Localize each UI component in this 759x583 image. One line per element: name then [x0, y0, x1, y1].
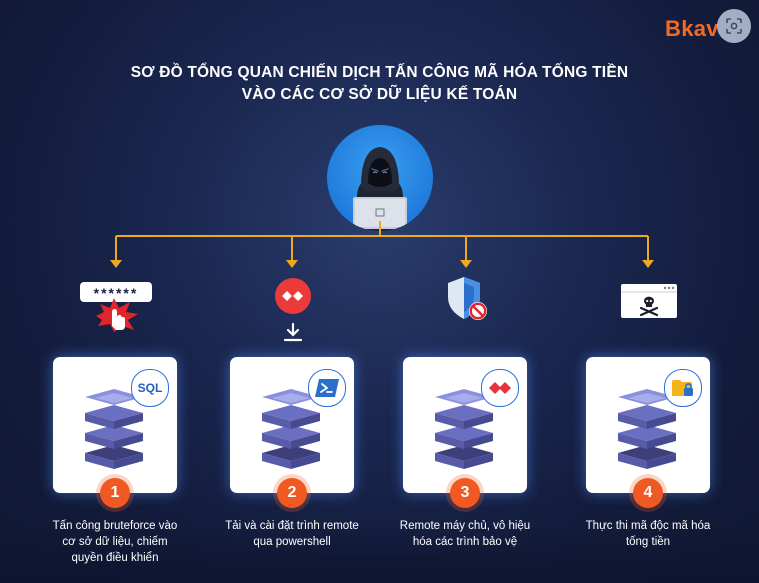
encrypted-folder-icon [672, 380, 693, 396]
step-card-3 [403, 357, 527, 493]
password-field: ****** [80, 282, 152, 302]
bkav-logo: Bkav [665, 16, 719, 41]
step-card-4 [586, 357, 710, 493]
password-bruteforce-icon: ****** [80, 282, 154, 332]
step-caption-3: Remote máy chủ, vô hiệu hóa các trình bả… [399, 520, 531, 548]
encrypted-folder-badge [664, 369, 702, 407]
database-server-icon [618, 389, 676, 469]
malware-window-icon [621, 284, 677, 318]
step-number-1: 1 [100, 478, 130, 508]
hacker-avatar [327, 125, 433, 231]
powershell-icon [315, 379, 339, 397]
step-number-3: 3 [450, 478, 480, 508]
hacker-icon [353, 147, 407, 231]
connector-tree [110, 221, 654, 268]
screenshot-search-button[interactable] [717, 9, 751, 43]
anydesk-badge [481, 369, 519, 407]
step-caption-4: Thực thi mã độc mã hóa tống tiền [585, 520, 711, 548]
database-server-icon [262, 389, 320, 469]
step-card-1: SQL [53, 357, 177, 493]
sql-badge-label: SQL [137, 381, 163, 395]
powershell-badge [308, 369, 346, 407]
shield-disabled-icon [444, 275, 490, 323]
database-server-icon [85, 389, 143, 469]
scan-icon [726, 18, 742, 34]
step-caption-1: Tấn công bruteforce vào cơ sở dữ liệu, c… [52, 520, 178, 564]
step-caption-2: Tải và cài đặt trình remote qua powershe… [225, 520, 359, 548]
database-server-icon [435, 389, 493, 469]
step-number-2: 2 [277, 478, 307, 508]
step-card-2 [230, 357, 354, 493]
diagram-title-line2: VÀO CÁC CƠ SỞ DỮ LIỆU KẾ TOÁN [241, 86, 518, 103]
step-number-4: 4 [633, 478, 663, 508]
anydesk-icon [489, 382, 511, 394]
diagram-title-line1: SƠ ĐỒ TỔNG QUAN CHIẾN DỊCH TẤN CÔNG MÃ H… [130, 64, 629, 81]
anydesk-download-icon [271, 278, 315, 344]
sql-badge: SQL [131, 369, 169, 407]
